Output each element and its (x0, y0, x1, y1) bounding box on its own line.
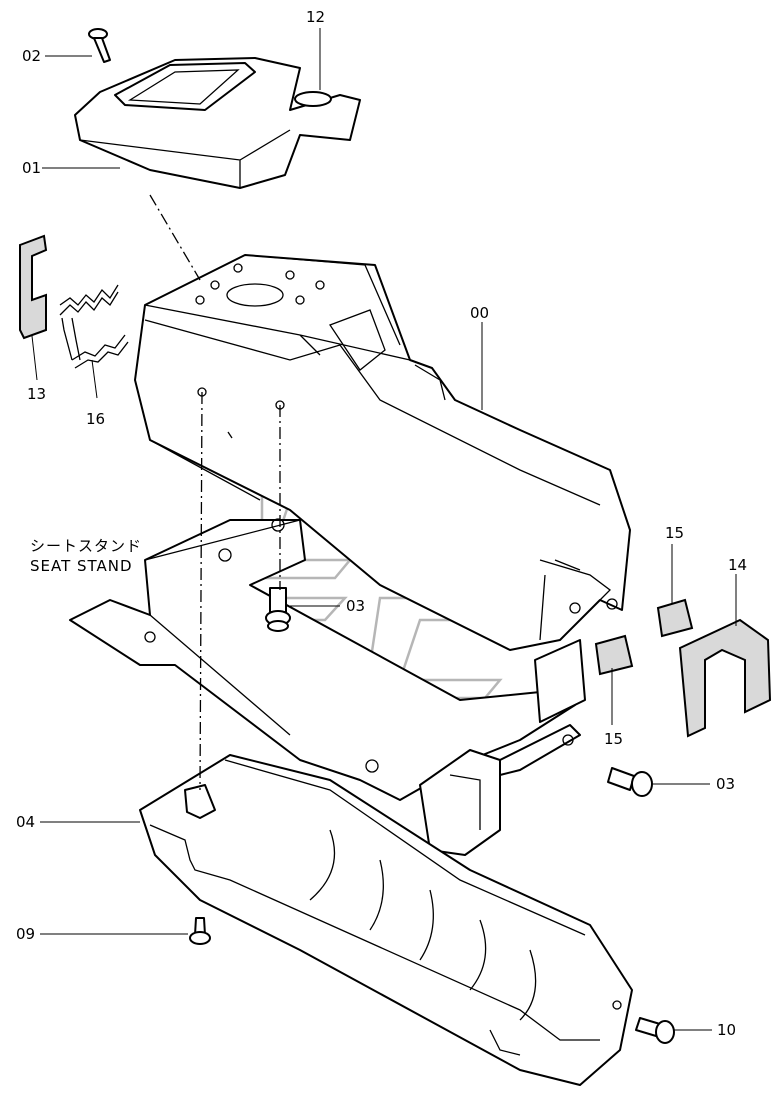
main-console-cover (134, 254, 631, 651)
seat-stand-label-en: SEAT STAND (30, 557, 133, 575)
bolt-03-upper (265, 587, 291, 632)
label-14: 14 (728, 556, 747, 574)
bolt-03-lower (607, 767, 653, 797)
bolt-10 (635, 1017, 675, 1044)
label-15-lower: 15 (604, 730, 623, 748)
label-03-upper: 03 (346, 597, 365, 615)
label-10: 10 (717, 1021, 736, 1039)
top-cover (74, 57, 361, 189)
pad-15-lower (594, 634, 634, 676)
seat-stand-label-jp: シートスタンド (30, 537, 142, 555)
label-04: 04 (16, 813, 35, 831)
bellows-16 (59, 284, 129, 369)
under-cover (139, 754, 633, 1086)
label-00: 00 (470, 304, 489, 322)
label-09: 09 (16, 925, 35, 943)
pad-15-upper (656, 598, 694, 638)
label-03-lower: 03 (716, 775, 735, 793)
seal-14 (678, 618, 772, 738)
label-13: 13 (27, 385, 46, 403)
label-01: 01 (22, 159, 41, 177)
assembly-lines (149, 194, 285, 791)
label-15-upper: 15 (665, 524, 684, 542)
label-02: 02 (22, 47, 41, 65)
seat-stand-frame (69, 518, 586, 856)
label-16: 16 (86, 410, 105, 428)
screw-09 (189, 917, 211, 945)
seal-13 (19, 234, 48, 340)
screw-02 (88, 28, 111, 63)
label-12: 12 (306, 8, 325, 26)
leader-lines (31, 28, 737, 1031)
